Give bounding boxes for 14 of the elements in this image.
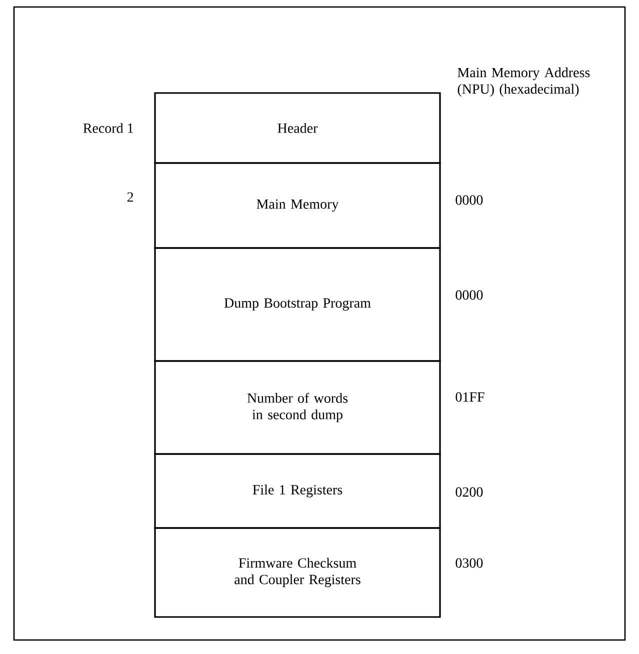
memory-block: Firmware Checksum and Coupler Registers xyxy=(154,527,441,618)
address-value: 01FF xyxy=(456,392,484,402)
memory-block: Number of words in second dump xyxy=(154,360,441,455)
record-number: 2 xyxy=(127,192,134,202)
record-number: Record 1 xyxy=(83,123,133,133)
address-value: 0000 xyxy=(456,195,483,205)
address-value: 0000 xyxy=(456,290,483,300)
address-value: 0200 xyxy=(456,487,483,497)
memory-block: File 1 Registers xyxy=(154,453,441,529)
memory-block: Dump Bootstrap Program xyxy=(154,247,441,362)
memory-block: Main Memory xyxy=(154,162,441,249)
memory-block: Header xyxy=(154,92,441,164)
column-heading: Main Memory Address (NPU) (hexadecimal) xyxy=(458,67,590,97)
address-value: 0300 xyxy=(456,558,483,568)
